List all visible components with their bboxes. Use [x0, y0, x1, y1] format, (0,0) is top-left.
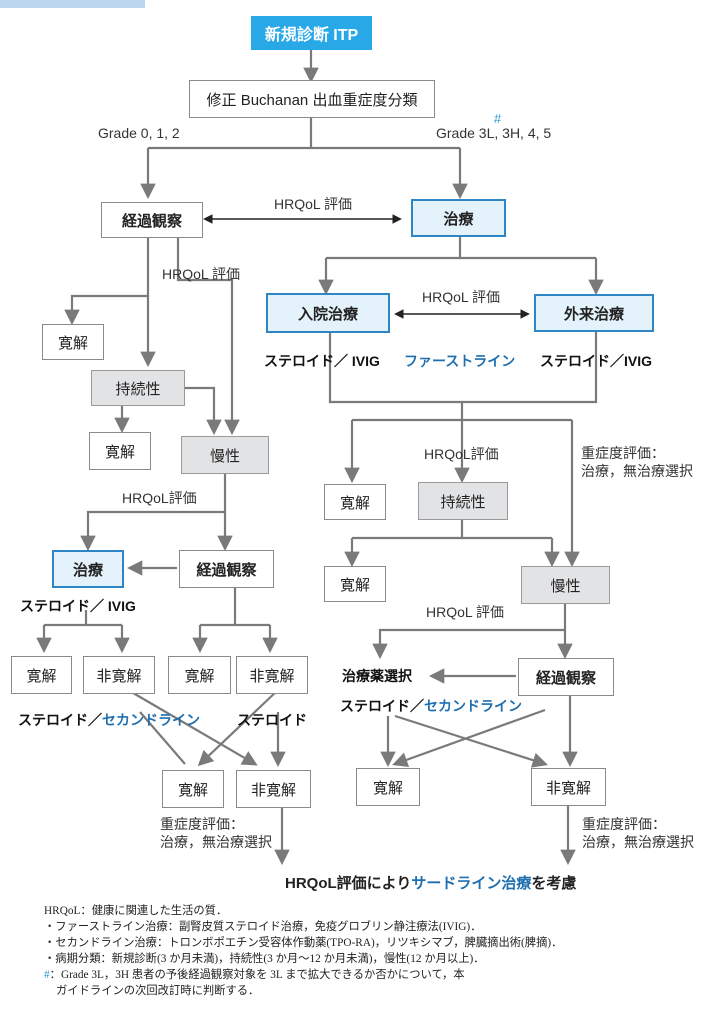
persistent-node-1: 持続性: [91, 370, 185, 406]
persistent-node-2: 持続性: [418, 482, 508, 520]
remission-node-8: 寛解: [356, 768, 420, 806]
final-prefix: HRQoL評価により: [285, 875, 412, 892]
inpatient-treatment-node: 入院治療: [266, 293, 390, 333]
header-strip: [0, 0, 145, 8]
steroid-only-label: ステロイド: [237, 712, 307, 728]
severity-label-1b: 治療，無治療選択: [581, 463, 693, 479]
steroid-ivig-left-label: ステロイド／ IVIG: [264, 353, 380, 369]
nonremission-node-1: 非寛解: [83, 656, 155, 694]
hrqol-label-3: HRQoL 評価: [422, 289, 501, 305]
nonremission-node-3: 非寛解: [236, 770, 311, 808]
first-line-label: ファーストライン: [404, 353, 516, 369]
footnote-grade: #：Grade 3L，3H 患者の予後経過観察対象を 3L まで拡大できるか否か…: [44, 967, 684, 983]
final-recommendation: HRQoL評価によりサードライン治療を考慮: [285, 872, 576, 893]
severity-label-1a: 重症度評価：: [581, 445, 665, 461]
hrqol-label-6: HRQoL 評価: [426, 604, 505, 620]
chronic-node-1: 慢性: [181, 436, 269, 474]
grade-low-label: Grade 0, 1, 2: [98, 125, 180, 141]
footnote-grade-cont: ガイドラインの次回改訂時に判断する．: [56, 985, 260, 997]
grade-high-label: Grade 3L, 3H, 4, 5: [436, 125, 552, 141]
grade-hash-mark: #: [494, 111, 502, 126]
severity-label-2b: 治療，無治療選択: [160, 834, 272, 850]
remission-node-3: 寛解: [324, 484, 386, 520]
hrqol-label-5: HRQoL評価: [122, 490, 197, 506]
remission-node-5: 寛解: [11, 656, 72, 694]
hrqol-label-4: HRQoL評価: [424, 446, 499, 462]
buchanan-classification-node: 修正 Buchanan 出血重症度分類: [189, 80, 435, 118]
chronic-node-2: 慢性: [521, 566, 610, 604]
observation-node-3: 経過観察: [518, 658, 614, 696]
hrqol-label-1: HRQoL 評価: [274, 196, 353, 212]
steroid-ivig-right-label: ステロイド／IVIG: [540, 353, 653, 369]
steroid-ivig-mid-label: ステロイド／ IVIG: [20, 598, 136, 614]
treatment-node-1: 治療: [411, 199, 506, 237]
remission-node-1: 寛解: [42, 324, 104, 360]
third-line-treatment: サードライン治療: [411, 875, 532, 892]
footnote-first-line: ・ファーストライン治療：副腎皮質ステロイド治療，免疫グロブリン静注療法(IVIG…: [44, 921, 482, 933]
final-suffix: を考慮: [531, 875, 577, 892]
footnote-grade-text: ：Grade 3L，3H 患者の予後経過観察対象を 3L まで拡大できるか否かに…: [49, 969, 465, 981]
second-line-right-label: ステロイド／セカンドライン: [340, 696, 522, 716]
footnote-second-line: ・セカンドライン治療：トロンボポエチン受容体作動薬(TPO-RA)，リツキシマブ…: [44, 937, 563, 949]
nonremission-node-2: 非寛解: [236, 656, 308, 694]
new-diagnosis-node: 新規診断 ITP: [251, 16, 372, 50]
remission-node-4: 寛解: [324, 566, 386, 602]
nonremission-node-4: 非寛解: [531, 768, 606, 806]
second-line-left-label: ステロイド／セカンドライン: [18, 710, 200, 730]
severity-label-3b: 治療，無治療選択: [582, 834, 694, 850]
observation-node-2: 経過観察: [179, 550, 274, 588]
observation-node-1: 経過観察: [101, 202, 203, 238]
severity-label-2a: 重症度評価：: [160, 816, 244, 832]
remission-node-7: 寛解: [162, 770, 224, 808]
remission-node-2: 寛解: [89, 432, 151, 470]
outpatient-treatment-node: 外来治療: [534, 294, 654, 332]
hrqol-label-2: HRQoL 評価: [162, 266, 241, 282]
footnote-hrqol: HRQoL：健康に関連した生活の質．: [44, 905, 228, 917]
severity-label-3a: 重症度評価：: [582, 816, 666, 832]
second-line-text-1: セカンドライン: [102, 712, 200, 728]
steroid-prefix-2: ステロイド／: [340, 698, 424, 714]
second-line-text-2: セカンドライン: [424, 698, 522, 714]
treatment-node-2: 治療: [52, 550, 124, 588]
drug-selection-label: 治療薬選択: [342, 668, 412, 684]
footnotes: HRQoL：健康に関連した生活の質． ・ファーストライン治療：副腎皮質ステロイド…: [44, 903, 684, 999]
remission-node-6: 寛解: [168, 656, 231, 694]
footnote-hash-mark: #: [44, 969, 50, 981]
footnote-staging: ・病期分類：新規診断(3 か月未満)，持続性(3 か月〜12 か月未満)，慢性(…: [44, 953, 485, 965]
steroid-prefix-1: ステロイド／: [18, 712, 102, 728]
